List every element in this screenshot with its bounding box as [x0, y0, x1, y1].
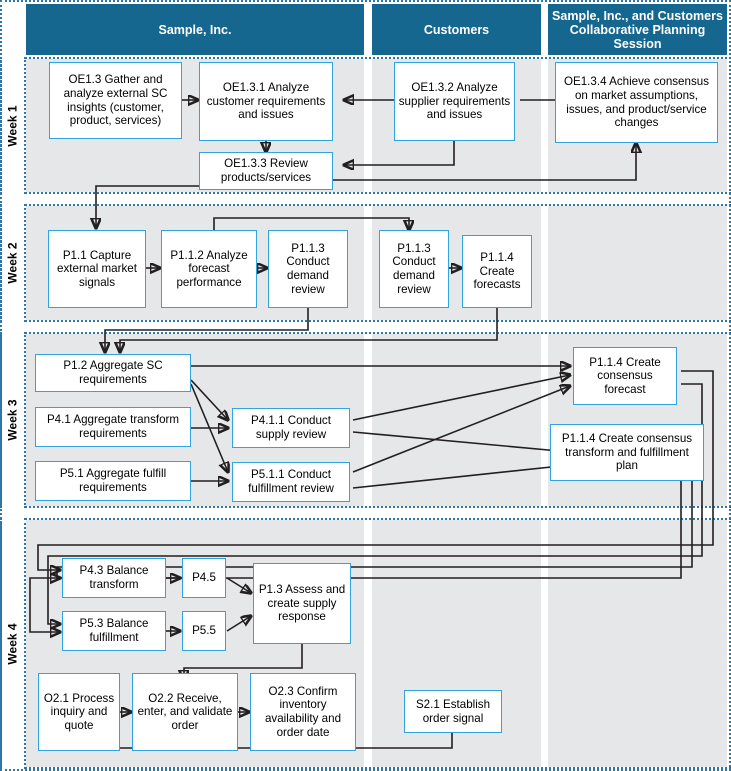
node-p113a[interactable]: P1.1.3 Conduct demand review: [268, 230, 348, 308]
node-oe132[interactable]: OE1.3.2 Analyze supplier requirements an…: [394, 62, 515, 141]
node-p43[interactable]: P4.3 Balance transform: [62, 558, 166, 598]
lane-header-collaborative: Sample, Inc., and Customers Collaborativ…: [548, 4, 727, 55]
node-p113b-label: P1.1.3 Conduct demand review: [392, 241, 436, 296]
node-s21[interactable]: S2.1 Establish order signal: [404, 690, 502, 733]
node-p114t-label: P1.1.4 Create consensus transform and fu…: [561, 432, 693, 473]
row-label-week-2-text: Week 2: [6, 242, 21, 284]
node-p51[interactable]: P5.1 Aggregate fulfill requirements: [35, 461, 191, 501]
node-p11[interactable]: P1.1 Capture external market signals: [48, 230, 146, 308]
node-p53-label: P5.3 Balance fulfillment: [79, 617, 149, 644]
node-o23[interactable]: O2.3 Confirm inventory availability and …: [250, 673, 356, 751]
node-p411[interactable]: P4.1.1 Conduct supply review: [232, 408, 350, 448]
node-p114c-label: P1.1.4 Create consensus forecast: [589, 355, 661, 396]
node-p12[interactable]: P1.2 Aggregate SC requirements: [35, 354, 191, 392]
node-o23-label: O2.3 Confirm inventory availability and …: [264, 684, 342, 739]
node-p13[interactable]: P1.3 Assess and create supply response: [253, 563, 351, 644]
node-p112-label: P1.1.2 Analyze forecast performance: [170, 248, 248, 289]
node-p53[interactable]: P5.3 Balance fulfillment: [62, 611, 166, 651]
node-p114a-label: P1.1.4 Create forecasts: [473, 251, 521, 292]
node-oe13[interactable]: OE1.3 Gather and analyze external SC ins…: [49, 62, 182, 139]
row-label-week-3-text: Week 3: [6, 399, 21, 441]
node-p114c[interactable]: P1.1.4 Create consensus forecast: [573, 347, 677, 405]
node-p511[interactable]: P5.1.1 Conduct fulfillment review: [232, 462, 350, 502]
node-p11-label: P1.1 Capture external market signals: [57, 248, 137, 289]
node-oe13-label: OE1.3 Gather and analyze external SC ins…: [63, 73, 168, 128]
row-label-week-2: Week 2: [0, 204, 26, 322]
node-oe134[interactable]: OE1.3.4 Achieve consensus on market assu…: [555, 62, 718, 143]
node-p55-label: P5.5: [192, 624, 216, 638]
node-p45[interactable]: P4.5: [182, 558, 226, 598]
node-p112[interactable]: P1.1.2 Analyze forecast performance: [161, 230, 257, 308]
node-o22-label: O2.2 Receive, enter, and validate order: [137, 691, 233, 732]
row-band-week-1: [0, 57, 731, 194]
lane-fill-week3-customers: [372, 334, 541, 506]
node-p45-label: P4.5: [192, 571, 216, 585]
node-p113a-label: P1.1.3 Conduct demand review: [286, 241, 330, 296]
node-oe133-label: OE1.3.3 Review products/services: [220, 157, 312, 184]
node-oe134-label: OE1.3.4 Achieve consensus on market assu…: [563, 75, 709, 130]
lane-header-collaborative-label: Sample, Inc., and Customers Collaborativ…: [552, 8, 723, 51]
node-oe131[interactable]: OE1.3.1 Analyze customer requirements an…: [199, 62, 333, 141]
node-p43-label: P4.3 Balance transform: [79, 564, 149, 591]
row-label-week-1: Week 1: [0, 57, 26, 194]
node-o21[interactable]: O2.1 Process inquiry and quote: [38, 673, 120, 751]
node-p12-label: P1.2 Aggregate SC requirements: [63, 359, 163, 386]
node-o22[interactable]: O2.2 Receive, enter, and validate order: [132, 673, 238, 751]
node-p55[interactable]: P5.5: [182, 611, 226, 651]
node-p13-label: P1.3 Assess and create supply response: [258, 583, 346, 624]
lane-header-sample-label: Sample, Inc.: [158, 22, 232, 37]
lane-header-customers: Customers: [372, 4, 541, 55]
node-p114t[interactable]: P1.1.4 Create consensus transform and fu…: [550, 424, 704, 481]
node-p114a[interactable]: P1.1.4 Create forecasts: [462, 235, 532, 308]
node-p113b[interactable]: P1.1.3 Conduct demand review: [379, 230, 449, 308]
node-o21-label: O2.1 Process inquiry and quote: [43, 691, 115, 732]
node-p511-label: P5.1.1 Conduct fulfillment review: [248, 468, 334, 495]
node-p41[interactable]: P4.1 Aggregate transform requirements: [35, 407, 191, 447]
node-p41-label: P4.1 Aggregate transform requirements: [46, 413, 180, 440]
row-label-week-4-text: Week 4: [6, 622, 21, 665]
row-label-week-4: Week 4: [0, 518, 26, 769]
lane-header-sample: Sample, Inc.: [26, 4, 364, 55]
lane-header-customers-label: Customers: [423, 22, 490, 37]
row-label-week-1-text: Week 1: [6, 104, 21, 147]
node-oe132-label: OE1.3.2 Analyze supplier requirements an…: [398, 81, 511, 122]
row-label-week-3: Week 3: [0, 332, 26, 508]
node-p51-label: P5.1 Aggregate fulfill requirements: [59, 467, 167, 494]
node-p411-label: P4.1.1 Conduct supply review: [251, 414, 331, 441]
lane-fill-week4-collaborative: [548, 520, 727, 767]
node-s21-label: S2.1 Establish order signal: [415, 697, 491, 725]
node-oe131-label: OE1.3.1 Analyze customer requirements an…: [206, 81, 326, 122]
lane-fill-week2-collaborative: [548, 206, 727, 320]
node-oe133[interactable]: OE1.3.3 Review products/services: [199, 152, 333, 190]
